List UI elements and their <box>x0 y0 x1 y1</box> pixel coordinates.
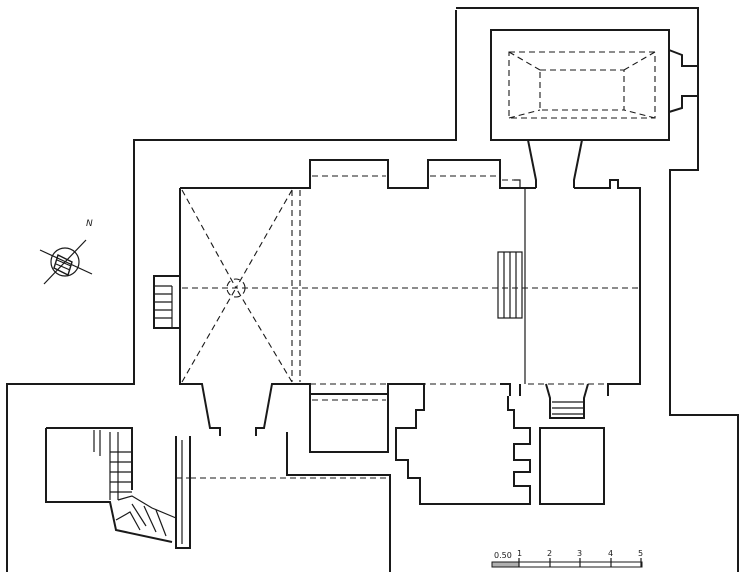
sacristy <box>395 383 605 505</box>
scale-label-5: 5 <box>638 549 643 558</box>
nave <box>179 159 641 436</box>
vault-lines <box>181 189 640 385</box>
nave-west-wall <box>179 188 221 436</box>
scale-label-1: 1 <box>517 549 522 558</box>
site-boundary <box>6 10 457 572</box>
site-boundary-bottom <box>286 432 391 572</box>
scale-bar: 0.50 1 2 3 4 5 <box>491 549 643 568</box>
tower-outer-wall <box>490 29 670 141</box>
scale-label-2: 2 <box>547 549 552 558</box>
sacristy-side-room <box>539 427 605 505</box>
site-boundary-right <box>456 7 739 572</box>
north-arrow: N <box>39 219 93 285</box>
north-label: N <box>86 219 93 229</box>
south-annex <box>309 394 389 453</box>
tower-inner-outline <box>539 69 625 111</box>
nave-north-wall <box>180 159 536 189</box>
west-stair <box>153 275 180 329</box>
scale-label-4: 4 <box>608 549 613 558</box>
scale-label-3: 3 <box>577 549 582 558</box>
scale-label-0: 0.50 <box>494 551 512 560</box>
chancel-steps <box>497 251 523 319</box>
tower <box>490 29 698 188</box>
tower-roof-outline <box>508 51 656 119</box>
southwest-building <box>45 427 386 549</box>
